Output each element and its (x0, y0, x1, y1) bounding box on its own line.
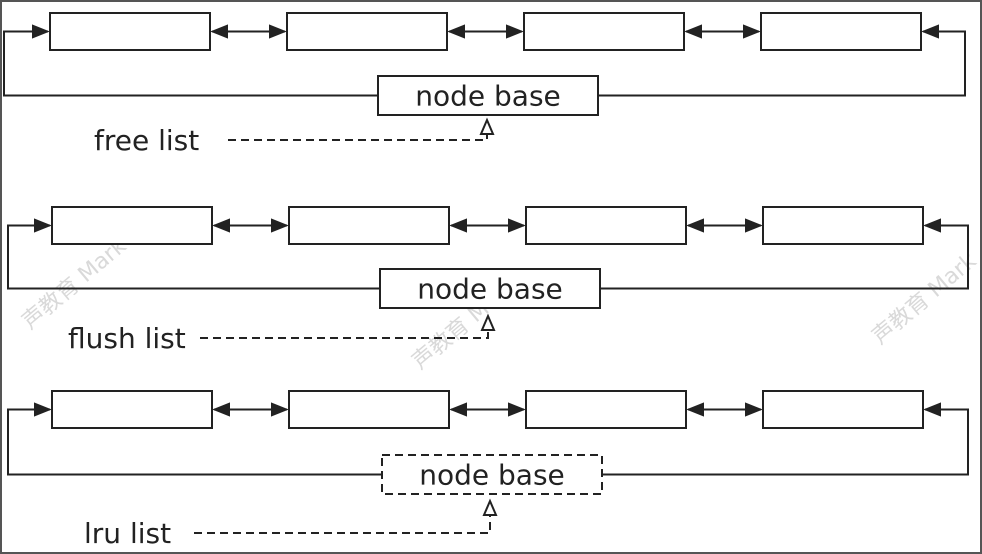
list-node (288, 390, 450, 429)
list-name-label: free list (94, 124, 199, 157)
list-node (523, 12, 685, 51)
list-name-label: flush list (68, 322, 186, 355)
linked-list-2: node base flush list (7, 206, 969, 355)
list-node (762, 390, 924, 429)
linked-list-1: node base free list (3, 12, 966, 157)
watermark-text: 声教育 Mark (868, 248, 982, 349)
list-node (760, 12, 922, 51)
pointer-triangle-icon (479, 117, 495, 135)
pointer-triangle-icon (482, 498, 498, 516)
node-base-label: node base (419, 459, 565, 492)
node-base-box (381, 454, 603, 495)
list-name-label: lru list (84, 517, 171, 550)
head-link-arrow (7, 218, 380, 290)
list-node (286, 12, 448, 51)
list-node (288, 206, 450, 245)
list-node (525, 206, 687, 245)
pointer-dashed-line (194, 515, 491, 534)
list-node (525, 390, 687, 429)
pointer-dashed-line (228, 134, 488, 141)
linked-list-3: node base lru list (7, 390, 969, 550)
list-node (762, 206, 924, 245)
node-base-label: node base (415, 80, 561, 113)
pointer-dashed-line (200, 330, 489, 339)
head-link-arrow (7, 402, 382, 476)
tail-link-arrow (602, 402, 969, 476)
list-node (51, 206, 213, 245)
head-link-arrow (3, 24, 378, 97)
tail-link-arrow (598, 24, 966, 97)
node-base-label: node base (417, 273, 563, 306)
watermark-text: 声教育 Mark (18, 233, 132, 334)
pointer-triangle-icon (480, 313, 496, 331)
list-node (51, 390, 213, 429)
tail-link-arrow (600, 218, 969, 290)
list-node (49, 12, 211, 51)
